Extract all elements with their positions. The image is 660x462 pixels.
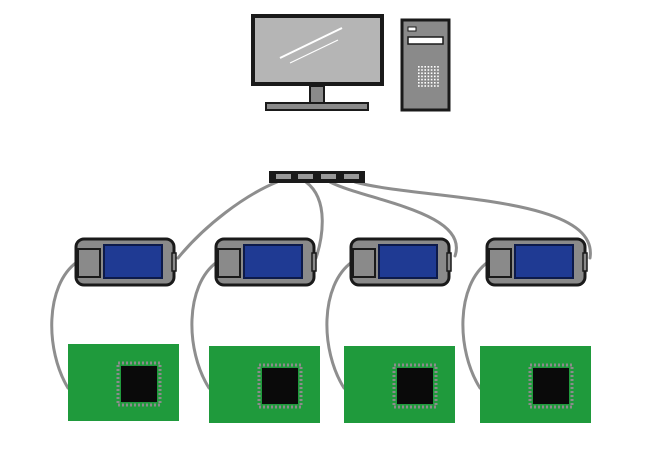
cable-hub-to-device-1 [176,180,279,260]
tower-vent [418,66,439,87]
circuit-board-icon-4 [480,346,591,423]
programmer-device-icon-1 [74,237,177,287]
cables [50,180,592,390]
programmer-device-icon-2 [214,237,317,287]
cable-hub-to-device-2 [304,180,324,260]
circuit-board-icon-2 [209,346,320,423]
cable-device-3-to-board-3 [325,260,354,390]
circuit-board-icon-1 [68,344,179,421]
circuit-board-icon-3 [344,346,455,423]
cable-device-4-to-board-4 [461,260,490,390]
screen-glare [279,27,343,59]
screen-glare-2 [289,39,339,64]
hub-port-1 [276,174,291,179]
hub-port-3 [321,174,336,179]
cable-device-2-to-board-2 [190,260,219,390]
circuit-boards [68,344,591,423]
desktop-computer-icon [251,14,451,112]
programmer-device-icon-4 [485,237,588,287]
cable-hub-to-device-4 [353,180,592,260]
cable-device-1-to-board-1 [50,260,79,390]
programmer-device-icon-3 [349,237,452,287]
hub-port-4 [344,174,359,179]
usb-hub-icon [269,171,365,183]
cable-hub-to-device-3 [328,180,458,258]
programmer-devices [74,237,588,287]
hub-port-2 [298,174,313,179]
